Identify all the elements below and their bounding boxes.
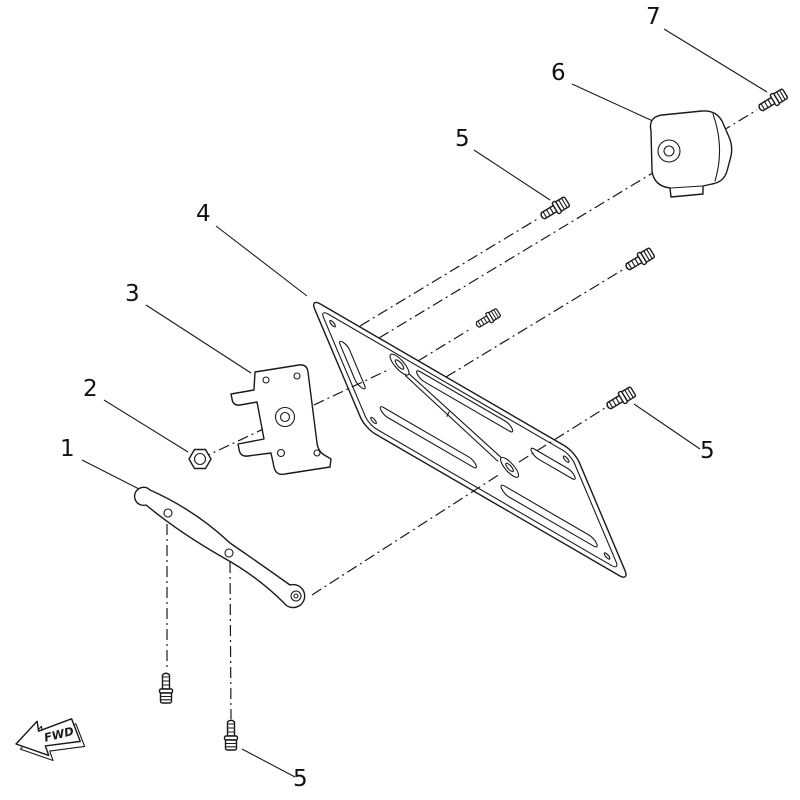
part-5-bolt-mid-right: [622, 246, 657, 274]
callout-1: 1: [60, 436, 75, 462]
callout-6: 6: [551, 60, 566, 86]
callout-5-right: 5: [700, 438, 715, 464]
part-4-mount-plate: [310, 298, 630, 582]
plate-slot: [499, 483, 599, 549]
plate-slot: [415, 369, 514, 434]
part-1-support-bracket: [133, 486, 306, 609]
callout-2: 2: [83, 376, 98, 402]
callout-5-bottom: 5: [293, 766, 308, 792]
part-6-upper-bracket: [649, 110, 733, 198]
callout-5-top: 5: [455, 126, 470, 152]
callout-3: 3: [125, 281, 140, 307]
plate-slot: [338, 339, 367, 391]
plate-slot: [379, 405, 478, 470]
part-7-bolt: [755, 87, 790, 115]
part-5-bolt-right: [603, 385, 638, 413]
part-5-bolt-small: [473, 306, 502, 331]
part-3-bracket: [230, 364, 332, 476]
part-2-hex-nut: [188, 448, 212, 470]
plate-slot: [529, 446, 577, 481]
callout-4: 4: [196, 201, 211, 227]
leader-lines: [81, 28, 768, 778]
part-5-bolt-top: [537, 195, 572, 223]
fwd-arrow-icon: FWD: [15, 718, 86, 762]
part-5-bolt-bottom: [223, 719, 239, 751]
callout-7: 7: [646, 4, 661, 30]
part-5-bolt-bottom-left: [158, 672, 174, 704]
